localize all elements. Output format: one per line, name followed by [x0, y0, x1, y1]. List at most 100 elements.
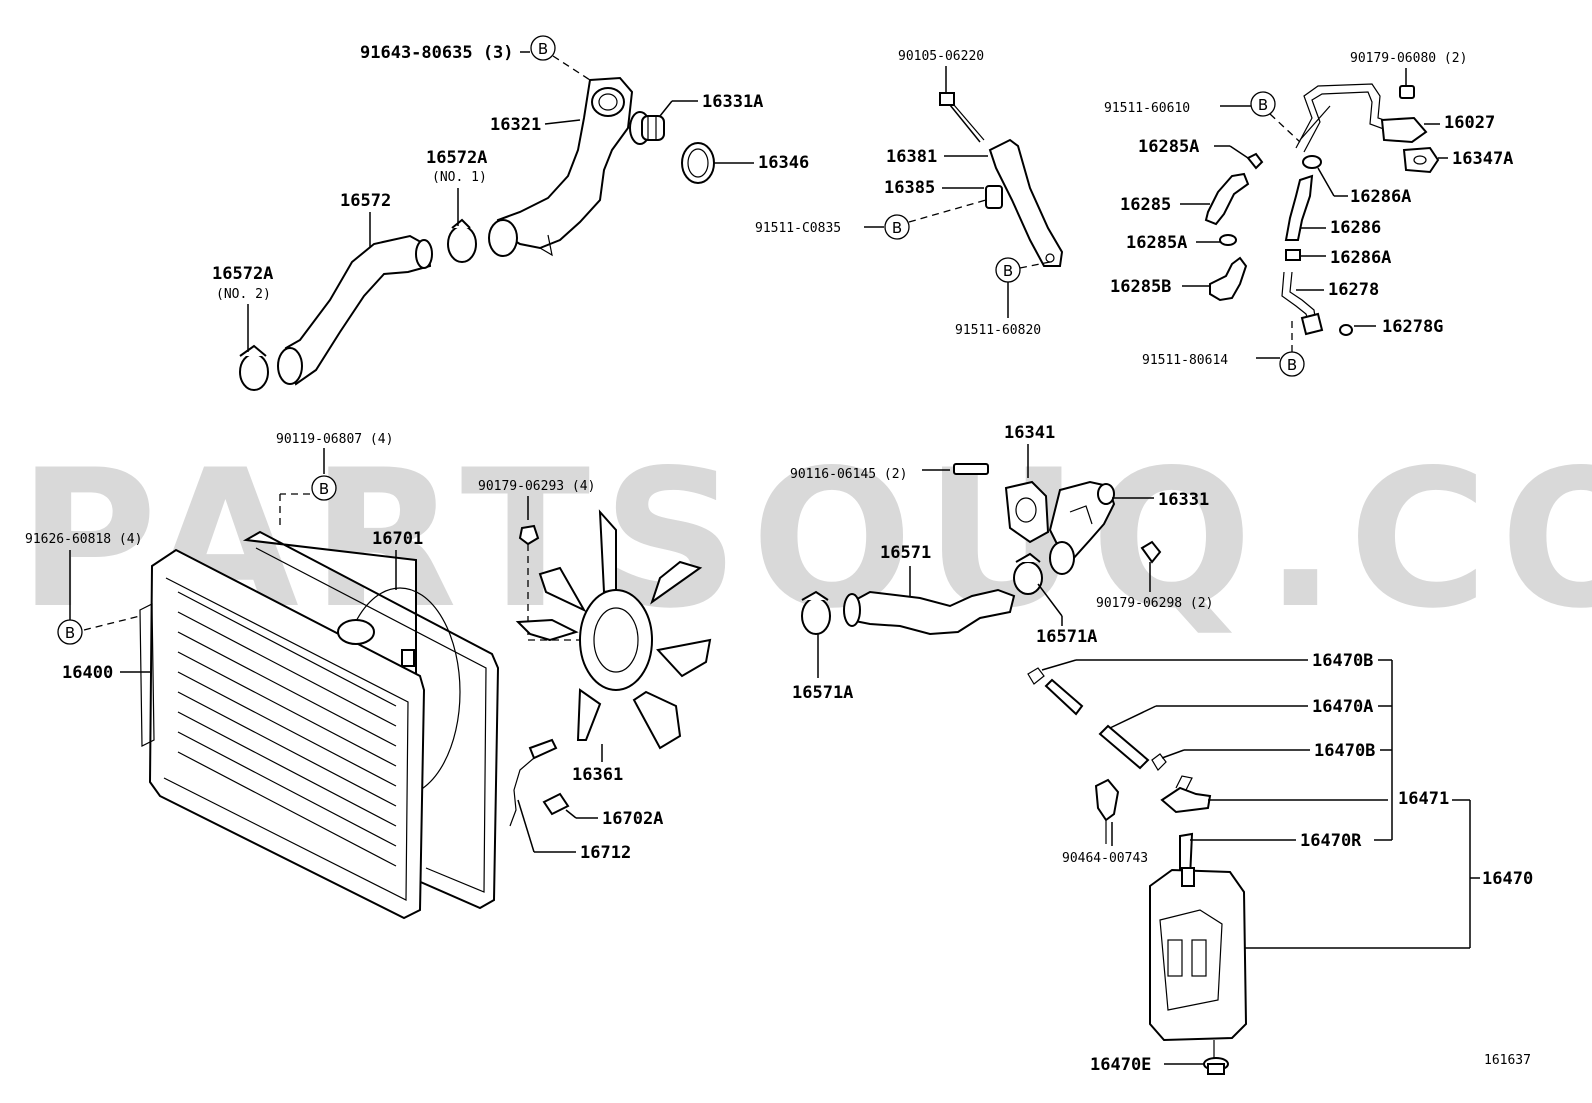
hose-16470b: [1044, 678, 1084, 716]
svg-text:B: B: [1287, 356, 1297, 374]
label-16331a[interactable]: 16331A: [702, 92, 763, 112]
label-90116-06145[interactable]: 90116-06145 (2): [790, 467, 907, 482]
label-16286[interactable]: 16286: [1330, 218, 1381, 238]
label-16278g[interactable]: 16278G: [1382, 317, 1443, 337]
label-90179-06080[interactable]: 90179-06080 (2): [1350, 51, 1467, 66]
label-16470[interactable]: 16470: [1482, 869, 1533, 889]
label-91511-60610[interactable]: 91511-60610: [1104, 101, 1190, 116]
label-16470e[interactable]: 16470E: [1090, 1055, 1151, 1075]
hose-clamp-16571a-1: [1013, 552, 1043, 595]
label-16572a-no2[interactable]: 16572A: [212, 264, 273, 284]
gasket-16346: [681, 142, 715, 184]
radiator-hose-16572: [277, 234, 433, 386]
label-16027[interactable]: 16027: [1444, 113, 1495, 133]
bolt-90105: [939, 92, 985, 143]
clip-16702a: [542, 792, 570, 816]
svg-text:B: B: [538, 40, 548, 58]
water-outlet-housing-16321: [488, 76, 634, 257]
ref-b-circle: B: [311, 475, 337, 501]
label-16572[interactable]: 16572: [340, 191, 391, 211]
gasket-16278g: [1339, 324, 1353, 336]
svg-text:B: B: [1003, 262, 1013, 280]
union-16285b: [1209, 256, 1248, 302]
hose-clamp-16572a-no2: [239, 344, 269, 391]
drain-plug-16470e: [1203, 1040, 1229, 1075]
label-16701[interactable]: 16701: [372, 529, 423, 549]
label-16321[interactable]: 16321: [490, 115, 541, 135]
label-16285a-1[interactable]: 16285A: [1138, 137, 1199, 157]
label-16286a-2[interactable]: 16286A: [1330, 248, 1391, 268]
label-16400[interactable]: 16400: [62, 663, 113, 683]
nut-90179-06298: [1140, 540, 1162, 564]
hose-16286: [1284, 174, 1314, 241]
reservoir-cap-16471: [1160, 775, 1212, 814]
label-90464-00743[interactable]: 90464-00743: [1062, 851, 1148, 866]
clamp-16286a-2: [1285, 249, 1301, 261]
label-90179-06298[interactable]: 90179-06298 (2): [1096, 596, 1213, 611]
label-16361[interactable]: 16361: [572, 765, 623, 785]
shroud-seal-16712: [509, 738, 558, 827]
label-16470b-1[interactable]: 16470B: [1312, 651, 1373, 671]
ref-b-circle: B: [884, 214, 910, 240]
label-16285[interactable]: 16285: [1120, 195, 1171, 215]
cushion-16385: [985, 185, 1003, 209]
label-16571a-2[interactable]: 16571A: [792, 683, 853, 703]
svg-text:B: B: [319, 480, 329, 498]
gasket-16347a: [1402, 146, 1440, 174]
label-91626-60818[interactable]: 91626-60818 (4): [25, 532, 142, 547]
label-no1: (NO. 1): [432, 170, 487, 185]
label-91511-80614[interactable]: 91511-80614: [1142, 353, 1228, 368]
label-16347a[interactable]: 16347A: [1452, 149, 1513, 169]
label-90105-06220[interactable]: 90105-06220: [898, 49, 984, 64]
label-16286a-1[interactable]: 16286A: [1350, 187, 1411, 207]
label-16471[interactable]: 16471: [1398, 789, 1449, 809]
label-16571a-1[interactable]: 16571A: [1036, 627, 1097, 647]
label-16331[interactable]: 16331: [1158, 490, 1209, 510]
thermostat-16331a: [629, 111, 665, 145]
label-16341[interactable]: 16341: [1004, 423, 1055, 443]
label-16572a-no1[interactable]: 16572A: [426, 148, 487, 168]
label-16346[interactable]: 16346: [758, 153, 809, 173]
radiator-16400: [139, 548, 426, 920]
label-16385[interactable]: 16385: [884, 178, 935, 198]
water-inlet-16331: [1048, 480, 1116, 575]
cooling-fan-16361: [515, 509, 712, 750]
label-91643-80635[interactable]: 91643-80635 (3): [360, 43, 514, 63]
label-16470a[interactable]: 16470A: [1312, 697, 1373, 717]
label-16381[interactable]: 16381: [886, 147, 937, 167]
clamp-16286a-1: [1302, 155, 1322, 169]
bracket-90464-00743: [1094, 778, 1120, 844]
pipe-16278: [1281, 271, 1324, 336]
flange-16027: [1380, 116, 1428, 144]
label-91511-c0835[interactable]: 91511-C0835: [755, 221, 841, 236]
hose-clamp-16572a-no1: [447, 218, 477, 263]
label-no2: (NO. 2): [216, 287, 271, 302]
ref-b-circle: B: [1279, 351, 1305, 377]
label-16278[interactable]: 16278: [1328, 280, 1379, 300]
clip-16470b-2: [1151, 753, 1167, 771]
svg-text:B: B: [65, 624, 75, 642]
label-90119-06807[interactable]: 90119-06807 (4): [276, 432, 393, 447]
label-16571[interactable]: 16571: [880, 543, 931, 563]
label-16702a[interactable]: 16702A: [602, 809, 663, 829]
label-16470r[interactable]: 16470R: [1300, 831, 1362, 851]
label-16712[interactable]: 16712: [580, 843, 631, 863]
clamp-16285a-1: [1246, 152, 1264, 170]
label-91511-60820[interactable]: 91511-60820: [955, 323, 1041, 338]
nut-90179-06080: [1399, 85, 1415, 99]
label-16285b[interactable]: 16285B: [1110, 277, 1171, 297]
ref-b-circle: B: [1250, 91, 1276, 117]
clamp-16285a-2: [1219, 234, 1237, 246]
ref-b-circle: B: [995, 257, 1021, 283]
hose-16470a: [1098, 724, 1150, 770]
diagram-id: 161637: [1484, 1053, 1531, 1068]
label-16470b-2[interactable]: 16470B: [1314, 741, 1375, 761]
hose-16285: [1204, 172, 1250, 226]
label-16285a-2[interactable]: 16285A: [1126, 233, 1187, 253]
ref-b-circle: B: [530, 35, 556, 61]
hose-clamp-16571a-2: [801, 590, 831, 635]
ref-b-circle: B: [57, 619, 83, 645]
label-90179-06293[interactable]: 90179-06293 (4): [478, 479, 595, 494]
